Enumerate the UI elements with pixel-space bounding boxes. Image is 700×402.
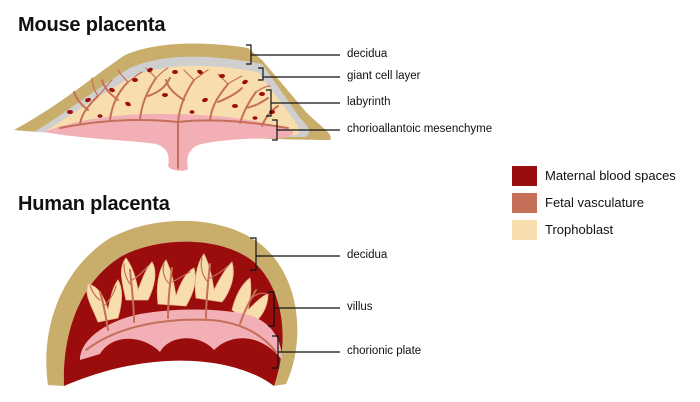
legend-item-maternal-blood-spaces: Maternal blood spaces [512, 162, 676, 189]
human-label-villus: villus [347, 301, 373, 313]
mouse-placenta [14, 43, 340, 171]
legend-label: Trophoblast [545, 222, 614, 237]
human-chorionic-plate [80, 309, 282, 360]
legend-label: Fetal vasculature [545, 195, 644, 210]
mouse-label-chorioallantoic-mesenchyme: chorioallantoic mesenchyme [347, 123, 493, 135]
human-decidua [46, 220, 298, 386]
human-label-chorionic-plate: chorionic plate [347, 345, 422, 357]
legend-item-fetal-vasculature: Fetal vasculature [512, 189, 676, 216]
mouse-label-giant-cell-layer: giant cell layer [347, 70, 421, 82]
mouse-placenta-title: Mouse placenta [18, 14, 166, 36]
mouse-label-labyrinth: labyrinth [347, 96, 391, 108]
mouse-chorioallantoic-mesenchyme [44, 114, 294, 171]
human-placenta-title: Human placenta [18, 193, 170, 215]
maternal-blood-spaces-swatch [512, 165, 537, 186]
trophoblast-swatch [512, 219, 537, 240]
human-label-decidua: decidua [347, 249, 388, 261]
legend-label: Maternal blood spaces [545, 168, 676, 183]
legend-item-trophoblast: Trophoblast [512, 216, 676, 243]
legend: Maternal blood spaces Fetal vasculature … [512, 162, 676, 243]
mouse-label-decidua: decidua [347, 48, 388, 60]
human-placenta [46, 220, 340, 386]
fetal-vasculature-swatch [512, 192, 537, 213]
